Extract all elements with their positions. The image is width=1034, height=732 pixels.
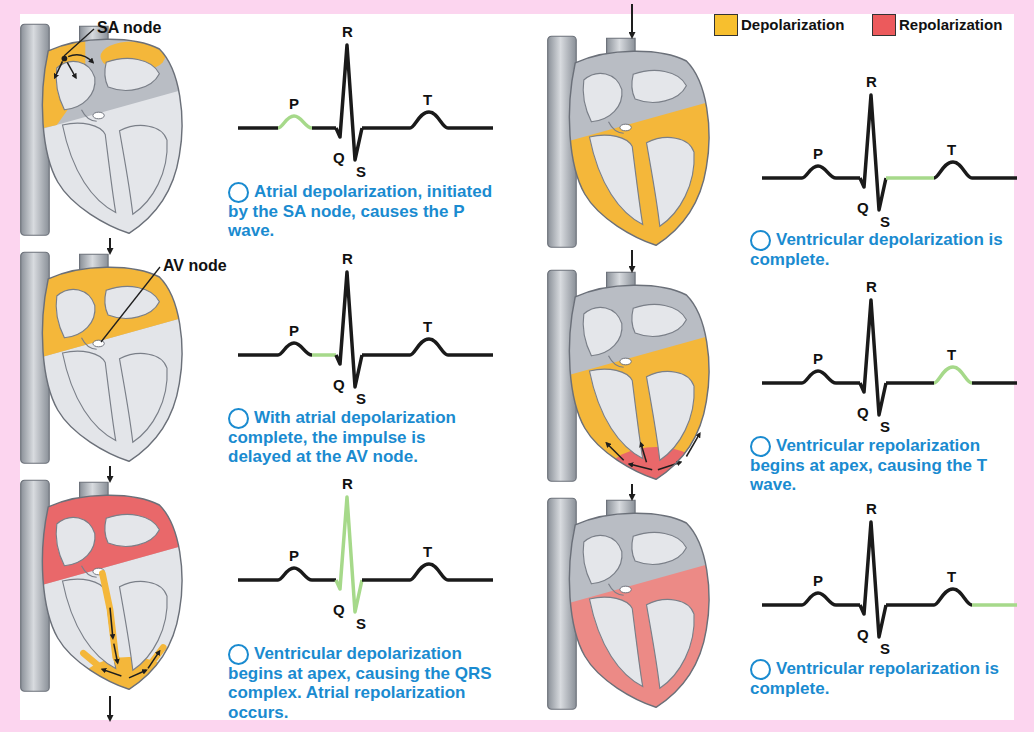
wave-letter: R [866, 278, 877, 295]
caption-box: Ventricular repolarization begins at ape… [750, 436, 1016, 495]
wave-letter: T [423, 318, 432, 335]
wave-letter: R [342, 475, 353, 492]
wave-letter: Q [857, 626, 869, 643]
part-label: SA node [97, 19, 161, 37]
wave-letter: P [813, 572, 823, 589]
step-circle [750, 436, 771, 457]
wave-letter: S [880, 213, 890, 230]
wave-letter: T [947, 568, 956, 585]
wave-letter: P [289, 547, 299, 564]
caption-text: Ventricular repolarization begins at ape… [750, 436, 1016, 495]
wave-letter: R [342, 23, 353, 40]
step-circle [750, 659, 771, 680]
wave-letter: T [947, 346, 956, 363]
wave-letter: R [866, 500, 877, 517]
wave-letter: R [866, 73, 877, 90]
caption-text: Ventricular depolarization begins at ape… [228, 644, 498, 722]
legend-swatch [872, 14, 896, 36]
wave-letter: S [356, 163, 366, 180]
heart-figures [15, 24, 713, 722]
legend-text: Depolarization [741, 15, 844, 35]
wave-letter: Q [333, 601, 345, 618]
wave-letter: Q [333, 149, 345, 166]
caption-box: Atrial depolarization, initiated by the … [228, 182, 513, 241]
step-circle [228, 182, 249, 203]
wave-letter: S [356, 390, 366, 407]
caption-box: Ventricular depolarization is complete. [750, 230, 1016, 269]
caption-text: Ventricular depolarization is complete. [750, 230, 1016, 269]
wave-letter: S [356, 615, 366, 632]
leader-lines [64, 29, 160, 342]
wave-letter: Q [857, 404, 869, 421]
caption-text: Atrial depolarization, initiated by the … [228, 182, 513, 241]
caption-text: Ventricular repolarization is complete. [750, 659, 1016, 698]
caption-box: Ventricular repolarization is complete. [750, 659, 1016, 698]
step-circle [750, 230, 771, 251]
ecg-traces [238, 45, 1017, 637]
wave-letter: P [813, 350, 823, 367]
caption-text: With atrial depolarization complete, the… [228, 408, 493, 467]
flow-arrows [110, 4, 632, 720]
wave-letter: P [813, 145, 823, 162]
wave-letter: T [947, 141, 956, 158]
wave-letter: P [289, 322, 299, 339]
step-circle [228, 408, 249, 429]
caption-box: Ventricular depolarization begins at ape… [228, 644, 498, 722]
wave-letter: R [342, 250, 353, 267]
wave-letter: S [880, 418, 890, 435]
wave-letter: Q [333, 376, 345, 393]
wave-letter: S [880, 640, 890, 657]
wave-letter: T [423, 543, 432, 560]
wave-letter: Q [857, 199, 869, 216]
legend-swatch [714, 14, 738, 36]
legend-text: Repolarization [899, 15, 1002, 35]
part-label: AV node [163, 257, 227, 275]
caption-box: With atrial depolarization complete, the… [228, 408, 493, 467]
wave-letter: T [423, 91, 432, 108]
step-circle [228, 644, 249, 665]
wave-letter: P [289, 95, 299, 112]
